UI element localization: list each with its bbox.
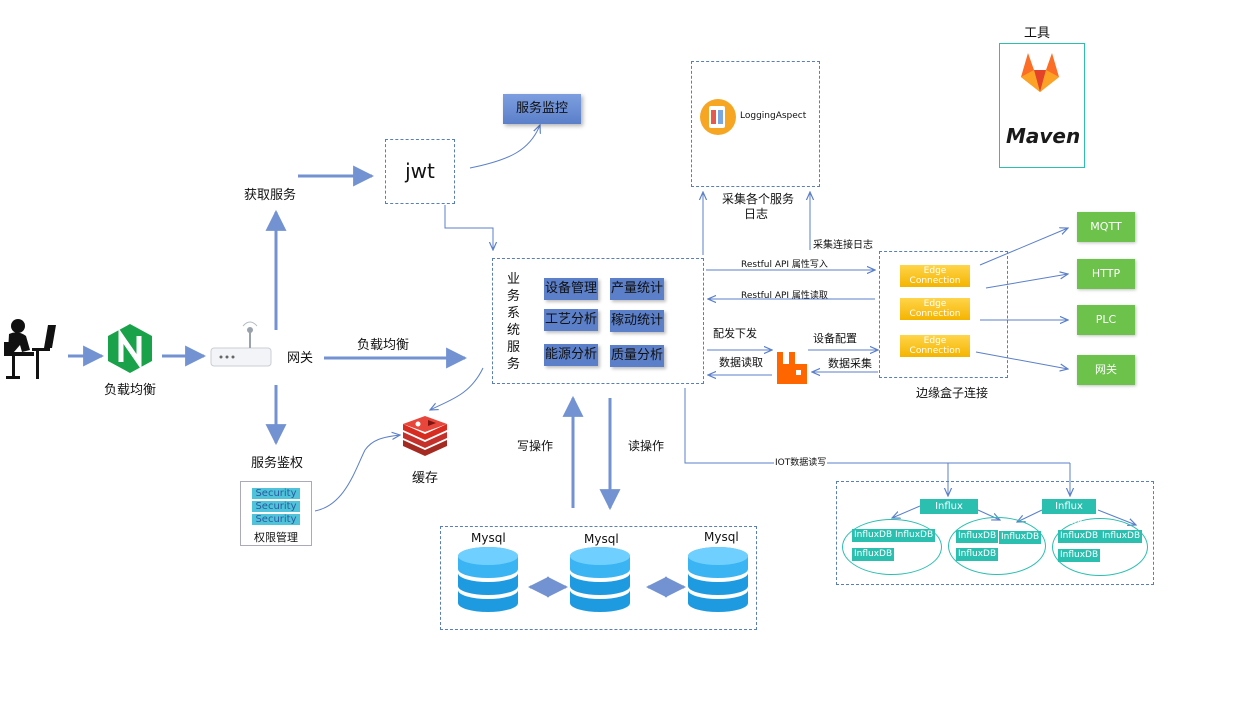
influxdb-node: InfluxDB	[893, 529, 936, 542]
tools-box: Maven	[999, 43, 1085, 168]
developer-icon	[4, 319, 56, 379]
edge-connection: Edge Connection	[900, 298, 970, 320]
business-system-title: 业 务 系 统 服 务	[507, 272, 521, 372]
data-read-label: 数据读取	[719, 356, 763, 369]
business-system-box: 业 务 系 统 服 务 设备管理 产量统计 工艺分析 稼动统计 能源分析 质量分…	[492, 258, 704, 384]
influxdb-node: InfluxDB	[999, 531, 1042, 544]
rabbitmq-icon	[777, 352, 807, 384]
influx-proxy: Influx Proxy	[1042, 499, 1096, 527]
logging-aspect-label: LoggingAspect	[740, 111, 807, 121]
device-config-label: 设备配置	[813, 332, 857, 345]
jwt-box: jwt	[385, 139, 455, 204]
maven-logo: Maven	[1006, 124, 1081, 148]
logging-box: LoggingAspect	[691, 61, 820, 187]
influxdb-node: InfluxDB	[956, 530, 999, 543]
influxdb-node: InfluxDB	[1100, 530, 1143, 543]
service-monitor-box: 服务监控	[503, 94, 581, 124]
edge-connection: Edge Connection	[900, 265, 970, 287]
protocol-plc: PLC	[1077, 305, 1135, 335]
collect-conn-logs-label: 采集连接日志	[813, 240, 873, 251]
get-service-label: 获取服务	[244, 188, 297, 203]
write-op-label: 写操作	[517, 439, 554, 453]
tools-label: 工具	[1024, 26, 1051, 41]
collect-logs-label-2: 日志	[744, 207, 769, 221]
mysql-label: Mysql	[584, 532, 619, 546]
mysql-label: Mysql	[471, 531, 506, 545]
gitlab-icon	[1021, 53, 1059, 92]
influx-cluster-box	[836, 481, 1154, 585]
redis-icon	[403, 416, 447, 456]
permission-label: 权限管理	[254, 531, 298, 544]
permission-box: Security Security Security 权限管理	[240, 481, 312, 546]
module-utilization-statistics: 稼动统计	[610, 310, 664, 332]
service-auth-label: 服务鉴权	[251, 456, 304, 471]
influxdb-node: InfluxDB	[1058, 549, 1101, 562]
module-device-management: 设备管理	[544, 278, 598, 300]
mysql-cluster-box: Mysql Mysql Mysql	[440, 526, 757, 630]
module-process-analysis: 工艺分析	[544, 309, 598, 331]
influxdb-node: InfluxDB	[1058, 530, 1101, 543]
edge-connection: Edge Connection	[900, 335, 970, 357]
router-icon	[210, 321, 272, 367]
cache-label: 缓存	[412, 471, 439, 486]
data-collect-label: 数据采集	[828, 357, 872, 370]
module-quality-analysis: 质量分析	[610, 345, 664, 367]
influx-group	[1052, 518, 1148, 576]
edge-box-label: 边缘盒子连接	[916, 386, 989, 400]
security-badge: Security	[252, 488, 300, 499]
dispatch-label: 配发下发	[713, 327, 757, 340]
read-op-label: 读操作	[628, 439, 665, 453]
influxdb-node: InfluxDB	[956, 548, 999, 561]
nginx-caption: 负载均衡	[104, 383, 157, 398]
restful-write-label: Restful API 属性写入	[741, 260, 828, 270]
influx-group	[842, 519, 942, 575]
influxdb-node: InfluxDB	[852, 529, 895, 542]
logging-aspect-icon	[700, 99, 736, 135]
mysql-label: Mysql	[704, 530, 739, 544]
protocol-mqtt: MQTT	[1077, 212, 1135, 242]
influx-proxy: Influx Proxy	[920, 499, 978, 527]
module-energy-analysis: 能源分析	[544, 344, 598, 366]
influxdb-node: InfluxDB	[852, 548, 895, 561]
nginx-icon	[108, 324, 152, 373]
gateway-label: 网关	[287, 351, 314, 366]
mysql-cylinders	[458, 547, 748, 612]
module-output-statistics: 产量统计	[610, 278, 664, 300]
load-balance-label: 负载均衡	[357, 338, 410, 353]
protocol-http: HTTP	[1077, 259, 1135, 289]
jwt-label: jwt	[405, 159, 435, 183]
security-badge: Security	[252, 501, 300, 512]
protocol-gateway: 网关	[1077, 355, 1135, 385]
influx-group	[948, 517, 1046, 575]
collect-logs-label-1: 采集各个服务	[722, 192, 795, 206]
iot-rw-label: IOT数据读写	[774, 455, 828, 468]
restful-read-label: Restful API 属性读取	[741, 291, 828, 301]
edge-box: Edge Connection Edge Connection Edge Con…	[879, 251, 1008, 378]
security-badge: Security	[252, 514, 300, 525]
